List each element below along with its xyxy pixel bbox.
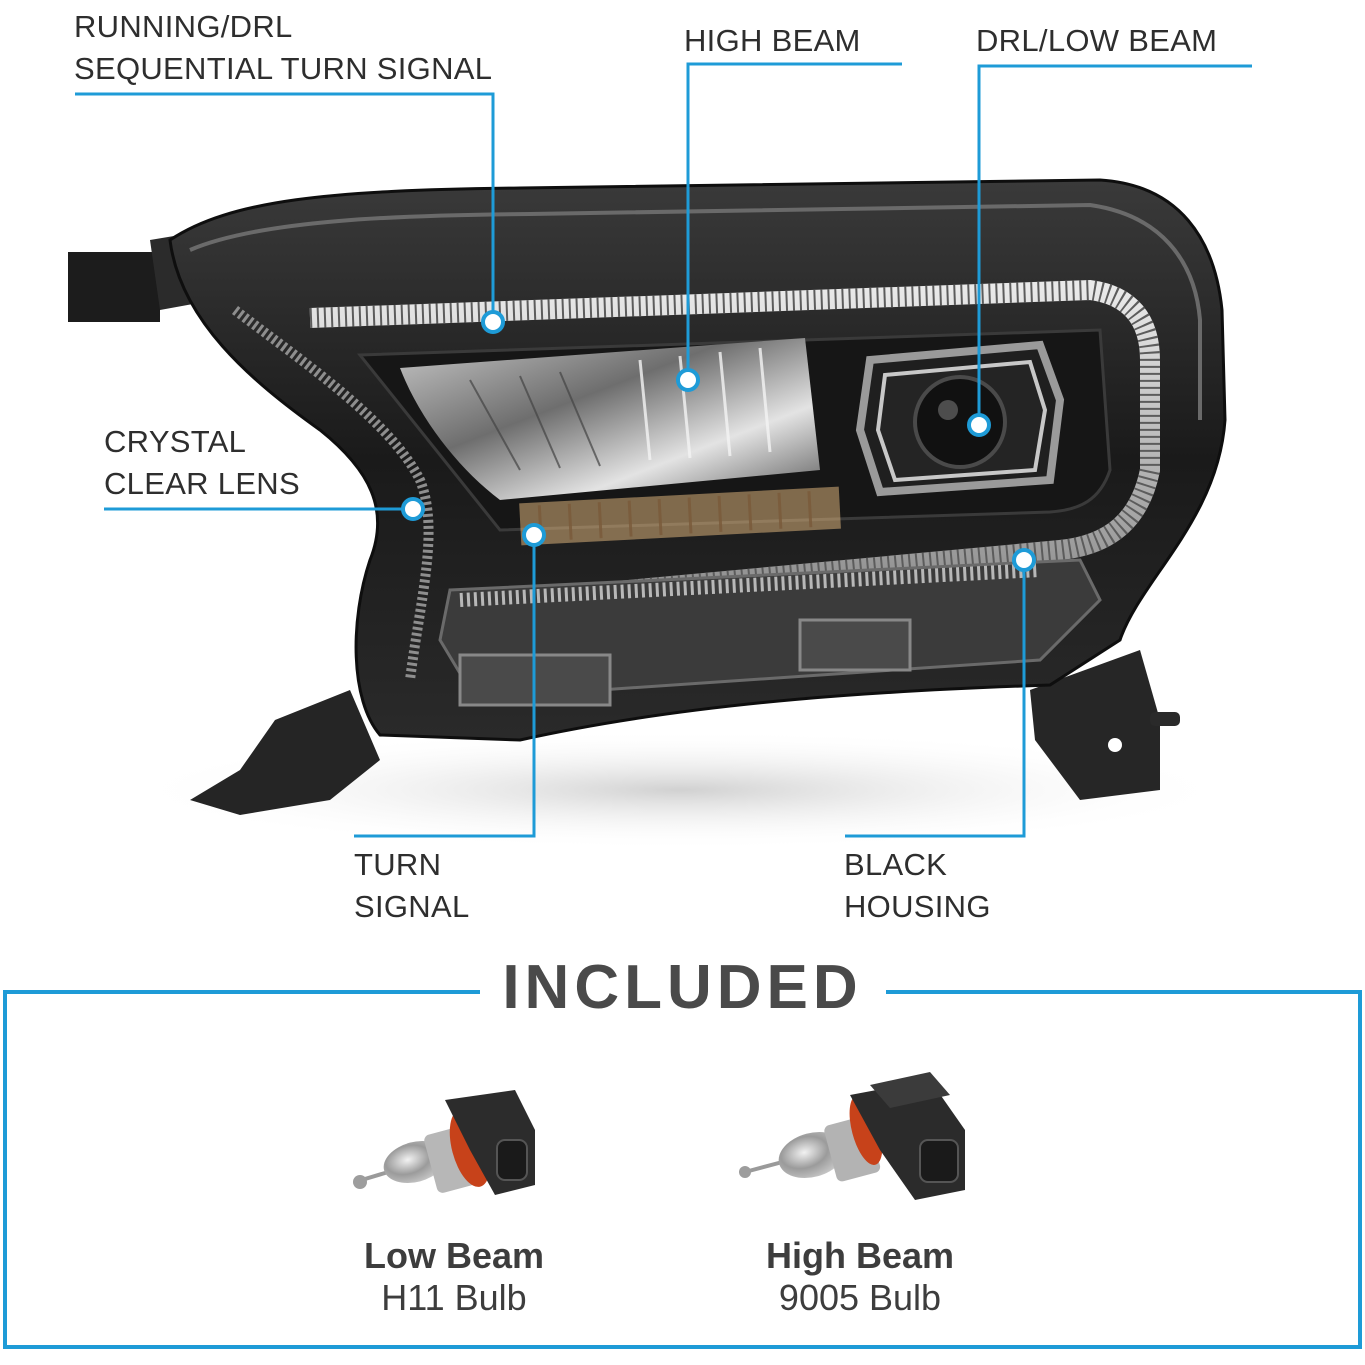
callout-lines xyxy=(75,62,1252,838)
dot-turn-signal xyxy=(522,523,546,547)
projector-lens xyxy=(913,375,1007,469)
bracket-right xyxy=(1030,650,1160,800)
bulb-type: H11 Bulb xyxy=(381,1277,527,1318)
dot-crystal-lens xyxy=(401,497,425,521)
bulb-name: High Beam xyxy=(765,1235,955,1276)
callout-high-beam-line1: HIGH BEAM xyxy=(684,23,861,58)
callout-crystal-lens: CRYSTAL CLEAR LENS xyxy=(104,421,300,505)
callout-running-drl: RUNNING/DRL SEQUENTIAL TURN SIGNAL xyxy=(74,6,492,90)
bulb-caption-high-beam: High Beam 9005 Bulb xyxy=(700,1235,1020,1319)
bracket-left xyxy=(190,690,380,815)
mount-tab xyxy=(68,252,160,322)
ground-shadow xyxy=(120,730,1240,850)
callout-high-beam: HIGH BEAM xyxy=(684,20,861,62)
callout-black-housing: BLACK HOUSING xyxy=(844,844,991,928)
high-beam-reflector xyxy=(400,338,820,500)
9005-bulb-icon xyxy=(739,1072,965,1200)
dot-running-drl xyxy=(481,310,505,334)
bulb-type: 9005 Bulb xyxy=(778,1277,942,1318)
dot-high-beam xyxy=(676,368,700,392)
callout-black-housing-line2: HOUSING xyxy=(844,889,991,924)
dot-drl-low-beam xyxy=(967,413,991,437)
included-frame xyxy=(3,990,1362,1349)
callout-turn-signal-line2: SIGNAL xyxy=(354,889,470,924)
bulb-caption-low-beam: Low Beam H11 Bulb xyxy=(294,1235,614,1319)
drl-strip xyxy=(309,279,1160,610)
callout-drl-low-beam: DRL/LOW BEAM xyxy=(976,20,1217,62)
h11-bulb-icon xyxy=(353,1090,535,1195)
dot-black-housing xyxy=(1012,548,1036,572)
callout-running-drl-line2: SEQUENTIAL TURN SIGNAL xyxy=(74,51,493,86)
callout-turn-signal-line1: TURN xyxy=(354,847,442,882)
callout-drl-low-beam-line1: DRL/LOW BEAM xyxy=(976,23,1218,58)
callout-crystal-lens-line1: CRYSTAL xyxy=(104,424,247,459)
callout-turn-signal: TURN SIGNAL xyxy=(354,844,470,928)
callout-black-housing-line1: BLACK xyxy=(844,847,948,882)
crystal-clear-lens xyxy=(231,306,434,681)
callout-running-drl-line1: RUNNING/DRL xyxy=(74,9,293,44)
bulb-name: Low Beam xyxy=(363,1235,545,1276)
callout-dots xyxy=(401,310,1036,572)
callout-crystal-lens-line2: CLEAR LENS xyxy=(104,466,300,501)
included-title: INCLUDED xyxy=(502,953,863,1022)
